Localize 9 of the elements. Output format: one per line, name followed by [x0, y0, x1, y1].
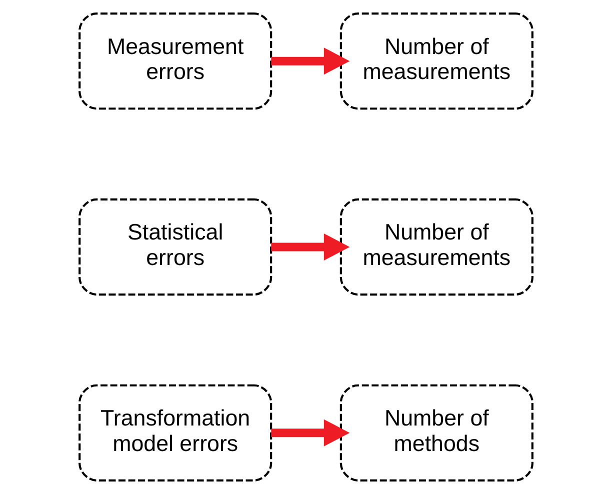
node-box: Measurement errors	[78, 12, 272, 110]
node-box: Number of methods	[339, 384, 533, 482]
node-box: Number of measurements	[339, 12, 533, 110]
node-box: Number of measurements	[339, 198, 533, 296]
node-box: Statistical errors	[78, 198, 272, 296]
arrow	[270, 48, 350, 75]
node-box: Transformation model errors	[78, 384, 272, 482]
arrow	[270, 419, 350, 446]
arrow	[270, 233, 350, 261]
